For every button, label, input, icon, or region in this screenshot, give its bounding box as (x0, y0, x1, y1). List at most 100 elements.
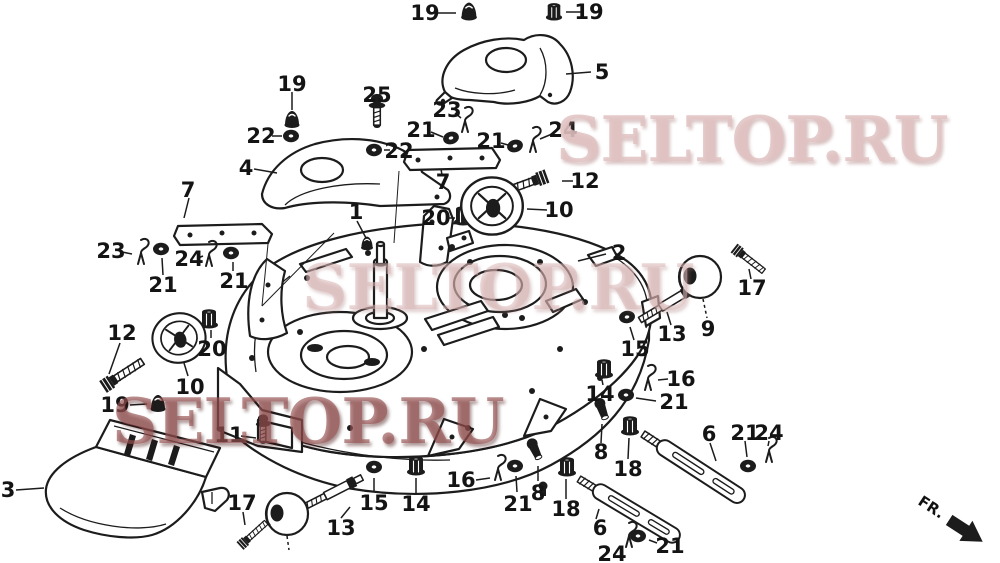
part-callout-10: 10 (175, 375, 204, 399)
capnut-glyph (149, 394, 167, 413)
belt-cover-part5 (435, 34, 574, 106)
washer-glyph (504, 137, 526, 155)
leader-line (748, 268, 752, 280)
leader-line (657, 378, 669, 381)
washer-glyph (739, 458, 757, 474)
leader-line (629, 326, 635, 341)
part-callout-24: 24 (597, 542, 626, 563)
bracket-part4 (260, 137, 452, 210)
leader-line (767, 440, 770, 447)
washer-glyph (152, 241, 170, 257)
part-callout-14: 14 (401, 492, 430, 516)
part-callout-24: 24 (548, 118, 577, 142)
leader-line (440, 168, 443, 176)
washer-glyph (365, 142, 383, 158)
deck-drawing (44, 34, 662, 539)
part-callout-6: 6 (593, 516, 608, 540)
pin-glyph (461, 105, 474, 133)
part-callout-21: 21 (476, 129, 505, 153)
part-callout-10: 10 (544, 198, 573, 222)
ball-glyph (264, 491, 310, 537)
leader-line (648, 539, 658, 544)
leader-line (340, 506, 351, 519)
part-callout-1: 1 (349, 200, 364, 224)
part-callout-24: 24 (754, 421, 783, 445)
part-callout-21: 21 (503, 492, 532, 516)
leader-line (161, 257, 164, 276)
pin-glyph (644, 363, 657, 391)
part-callout-15: 15 (620, 337, 649, 361)
leader-line (430, 131, 444, 138)
part-callout-19: 19 (100, 393, 129, 417)
ball-glyph (677, 254, 723, 300)
part-callout-11: 11 (214, 423, 243, 447)
part-callout-25: 25 (362, 83, 391, 107)
part-callout-20: 20 (421, 206, 450, 230)
leader-line (121, 251, 133, 255)
part-callout-18: 18 (613, 457, 642, 481)
leader-line (475, 477, 491, 481)
leader-line (702, 298, 708, 319)
leader-line (709, 442, 717, 462)
part-callout-17: 17 (737, 276, 766, 300)
part-callout-3: 3 (1, 478, 16, 502)
washer-glyph (440, 129, 462, 147)
part-callout-4: 4 (239, 156, 254, 180)
nut-glyph (545, 2, 563, 22)
part-callout-12: 12 (107, 321, 136, 345)
part-callout-21: 21 (659, 390, 688, 414)
part-callout-23: 23 (432, 98, 461, 122)
part-callout-7: 7 (181, 178, 196, 202)
leader-line (242, 511, 246, 526)
part-callout-12: 12 (570, 169, 599, 193)
part-callout-21: 21 (406, 118, 435, 142)
nut-glyph (620, 415, 640, 437)
part-callout-16: 16 (666, 367, 695, 391)
part-callout-21: 21 (730, 421, 759, 445)
leader-line (108, 342, 121, 375)
leader-line (129, 403, 148, 406)
spindle-shaft (351, 240, 409, 331)
bolt-glyph (235, 517, 271, 551)
part-callout-13: 13 (657, 322, 686, 346)
rear-bracket-part1 (418, 204, 455, 267)
part-callout-22: 22 (384, 139, 413, 163)
leader-line (515, 475, 518, 493)
leader-line (565, 71, 592, 75)
leader-line (666, 311, 672, 326)
fr-arrow-icon (945, 514, 983, 542)
leader-line (627, 437, 630, 460)
washer-glyph (506, 458, 524, 474)
part-callout-19: 19 (277, 72, 306, 96)
leader-line (286, 535, 290, 551)
leader-line (240, 435, 257, 439)
projection-line (261, 243, 269, 307)
deflector-part3 (44, 418, 230, 539)
leader-line (454, 112, 462, 119)
capnut-glyph (283, 110, 301, 129)
nut-glyph (406, 455, 426, 477)
part-callout-18: 18 (551, 497, 580, 521)
leader-line (526, 208, 548, 211)
part-callout-8: 8 (531, 481, 546, 505)
leader-line (183, 197, 190, 219)
bolt-glyph (98, 354, 148, 394)
part-callout-9: 9 (701, 317, 716, 341)
leader-line (183, 362, 189, 377)
projection-line (393, 170, 400, 244)
leader-line (253, 168, 278, 174)
part-callout-17: 17 (227, 491, 256, 515)
washer-glyph (365, 459, 383, 475)
part-callout-20: 20 (197, 337, 226, 361)
part-callout-19: 19 (574, 0, 603, 24)
leader-line (197, 255, 204, 259)
leader-line (595, 508, 600, 520)
washer-glyph (282, 128, 300, 144)
part-callout-21: 21 (148, 273, 177, 297)
leader-line (601, 379, 604, 386)
nut-glyph (594, 358, 614, 380)
part-callout-22: 22 (246, 124, 275, 148)
deck-bolt-holes (249, 219, 603, 496)
